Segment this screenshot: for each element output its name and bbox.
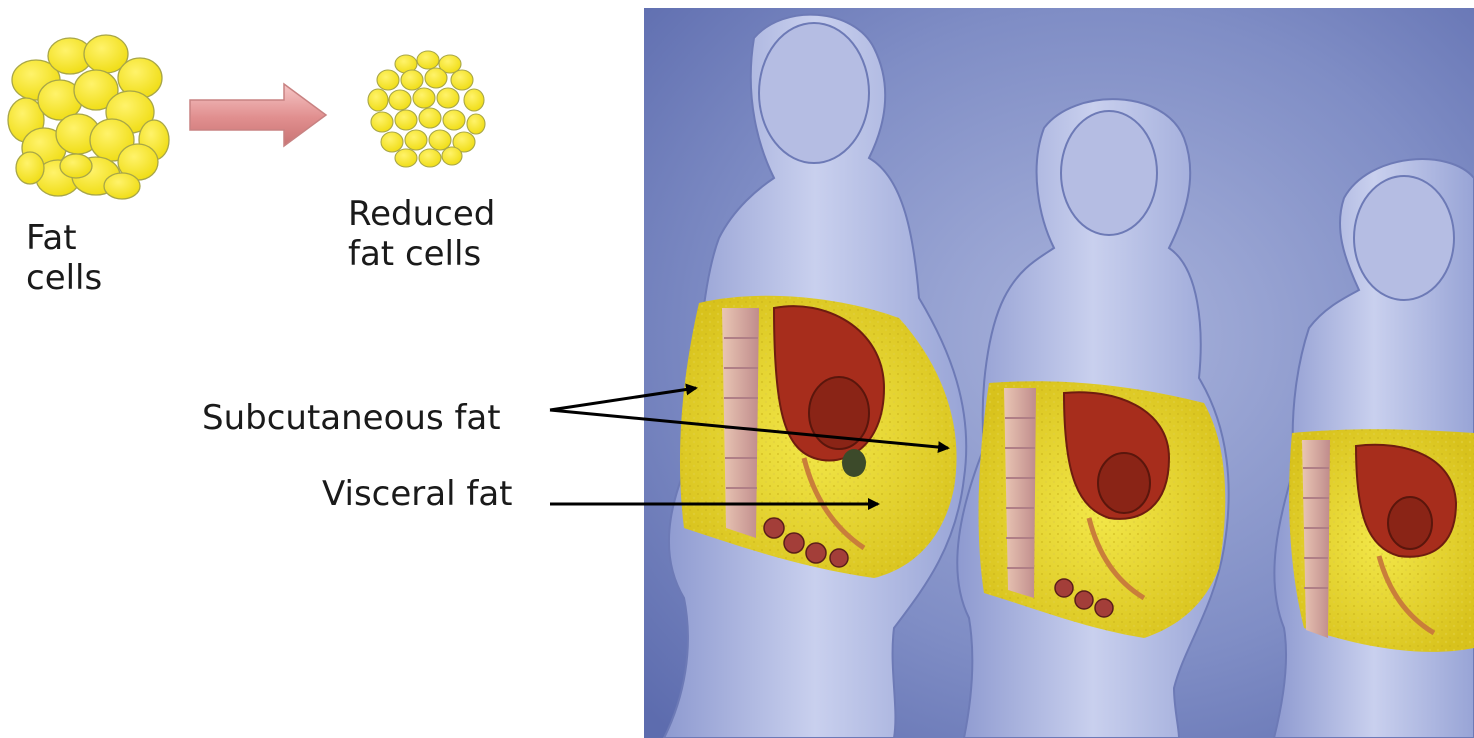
reduced-fat-cell-cluster-icon — [366, 48, 488, 170]
reduced-label-line2: fat cells — [348, 234, 495, 274]
fat-cells-label: Fat cells — [26, 218, 102, 298]
right-arrow-icon — [188, 82, 328, 148]
reduced-label-line1: Reduced — [348, 194, 495, 234]
body-cross-section-illustration — [644, 8, 1474, 738]
fat-cells-label-line1: Fat — [26, 218, 102, 258]
reduced-fat-cells-label: Reduced fat cells — [348, 194, 495, 274]
fat-cell-cluster-icon — [6, 30, 170, 200]
fat-cells-label-line2: cells — [26, 258, 102, 298]
visceral-fat-label: Visceral fat — [322, 474, 513, 514]
subcutaneous-fat-label: Subcutaneous fat — [202, 398, 501, 438]
